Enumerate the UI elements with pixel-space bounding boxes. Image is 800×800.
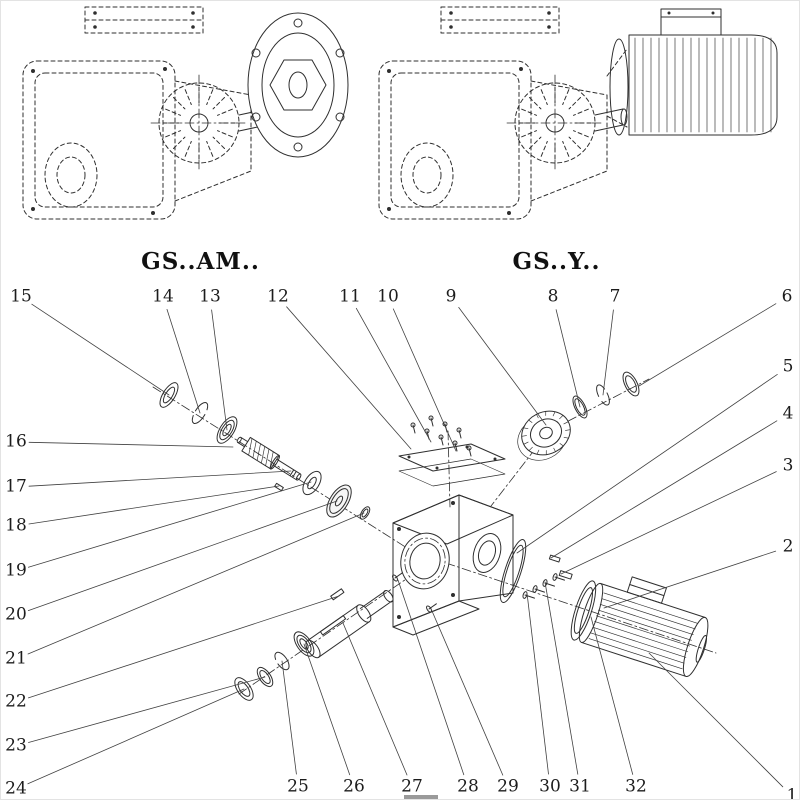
- callout-number-10: 10: [377, 286, 399, 307]
- leader-line-23: [28, 676, 266, 743]
- callout-number-8: 8: [547, 286, 559, 307]
- leader-line-10: [392, 308, 457, 452]
- leader-line-15: [31, 303, 170, 396]
- callout-number-28: 28: [457, 776, 479, 797]
- leader-line-6: [638, 303, 777, 387]
- motor-drawing: [570, 576, 709, 678]
- leader-line-4: [550, 420, 778, 559]
- oil-plug-drawing: [558, 570, 573, 580]
- callout-number-13: 13: [199, 286, 221, 307]
- leader-line-13: [211, 309, 228, 431]
- callout-number-15: 15: [10, 286, 32, 307]
- leader-line-2: [603, 550, 777, 609]
- worm-bearing-drawing: [302, 470, 322, 496]
- worm-gear-drawing: [517, 410, 571, 461]
- callout-number-29: 29: [497, 776, 519, 797]
- callout-number-16: 16: [5, 431, 27, 452]
- callout-number-24: 24: [5, 778, 27, 799]
- housing-screw-b-drawing: [426, 603, 437, 613]
- leader-line-17: [28, 470, 292, 487]
- leader-line-29: [431, 610, 504, 776]
- gear-housing-drawing: [392, 494, 514, 636]
- callout-number-23: 23: [5, 735, 27, 756]
- exploded-view-drawing: [152, 371, 717, 701]
- gear-seal-drawing: [622, 371, 640, 397]
- leader-line-24: [27, 688, 245, 785]
- housing-screw-a-drawing: [392, 572, 403, 582]
- leader-line-21: [27, 512, 365, 655]
- callout-number-14: 14: [152, 286, 174, 307]
- model-label-am: GS..AM..: [141, 248, 260, 275]
- model-label-y: GS..Y..: [512, 248, 601, 275]
- output-shaft-drawing: [305, 590, 394, 659]
- bottom-edge-mark: [404, 795, 438, 799]
- leader-line-19: [27, 481, 312, 568]
- flange-bolts-drawing: [522, 573, 566, 599]
- output-flange-gasket-drawing: [499, 539, 527, 603]
- leader-line-25: [281, 660, 297, 775]
- leader-line-28: [397, 579, 465, 776]
- leader-line-5: [516, 373, 778, 554]
- leader-line-14: [166, 308, 201, 414]
- leader-line-30: [526, 592, 549, 775]
- leader-line-18: [28, 485, 280, 525]
- callout-number-32: 32: [625, 776, 647, 797]
- leader-line-22: [27, 595, 340, 699]
- callout-number-21: 21: [5, 648, 27, 669]
- leader-line-3: [560, 471, 777, 575]
- gear-spacer-ring-drawing: [572, 395, 588, 419]
- callout-number-6: 6: [781, 286, 793, 307]
- callout-number-18: 18: [5, 515, 27, 536]
- callout-number-12: 12: [267, 286, 289, 307]
- leader-line-7: [602, 309, 614, 396]
- callout-number-11: 11: [339, 286, 361, 307]
- shim-disc-drawing: [326, 484, 352, 518]
- leader-line-11: [355, 307, 432, 443]
- leader-line-16: [28, 441, 234, 448]
- callout-number-31: 31: [569, 776, 591, 797]
- callout-number-26: 26: [343, 776, 365, 797]
- housing-cover-drawing: [398, 443, 506, 487]
- callout-number-5: 5: [782, 356, 794, 377]
- output-flange-drawing: [247, 12, 349, 158]
- leader-line-12: [286, 306, 412, 450]
- callout-number-27: 27: [401, 776, 423, 797]
- leader-line-27: [342, 622, 408, 776]
- leader-line-9: [458, 306, 547, 426]
- leader-lines-layer: [27, 303, 784, 788]
- callout-number-2: 2: [782, 536, 794, 557]
- leader-line-8: [555, 309, 581, 408]
- callout-number-30: 30: [539, 776, 561, 797]
- callout-number-4: 4: [782, 403, 794, 424]
- callout-number-19: 19: [5, 560, 27, 581]
- leader-line-32: [590, 616, 634, 775]
- callout-number-1: 1: [786, 785, 798, 800]
- output-washer-drawing: [234, 677, 254, 701]
- small-ring-drawing: [359, 506, 371, 520]
- leader-line-1: [648, 652, 784, 788]
- callout-number-20: 20: [5, 604, 27, 625]
- vent-plug-drawing: [548, 554, 561, 563]
- callout-number-25: 25: [287, 776, 309, 797]
- input-snap-ring-drawing: [191, 401, 209, 425]
- callout-number-7: 7: [609, 286, 621, 307]
- gearbox-am-drawing: [22, 6, 349, 220]
- leader-line-26: [303, 643, 351, 776]
- leader-line-31: [544, 581, 579, 775]
- gear-circlip-drawing: [596, 384, 610, 406]
- motor-y-drawing: [606, 8, 778, 136]
- callout-number-22: 22: [5, 691, 27, 712]
- leader-line-20: [27, 500, 338, 611]
- callout-number-3: 3: [782, 455, 794, 476]
- output-seal-drawing: [256, 666, 274, 688]
- dowel-pin-drawing: [274, 482, 284, 492]
- gearbox-y-drawing: [378, 6, 778, 220]
- callout-number-17: 17: [5, 476, 27, 497]
- worm-shaft-drawing: [236, 436, 302, 481]
- callout-number-9: 9: [445, 286, 457, 307]
- output-circlip-drawing: [274, 651, 290, 671]
- input-bearing-drawing: [216, 416, 238, 444]
